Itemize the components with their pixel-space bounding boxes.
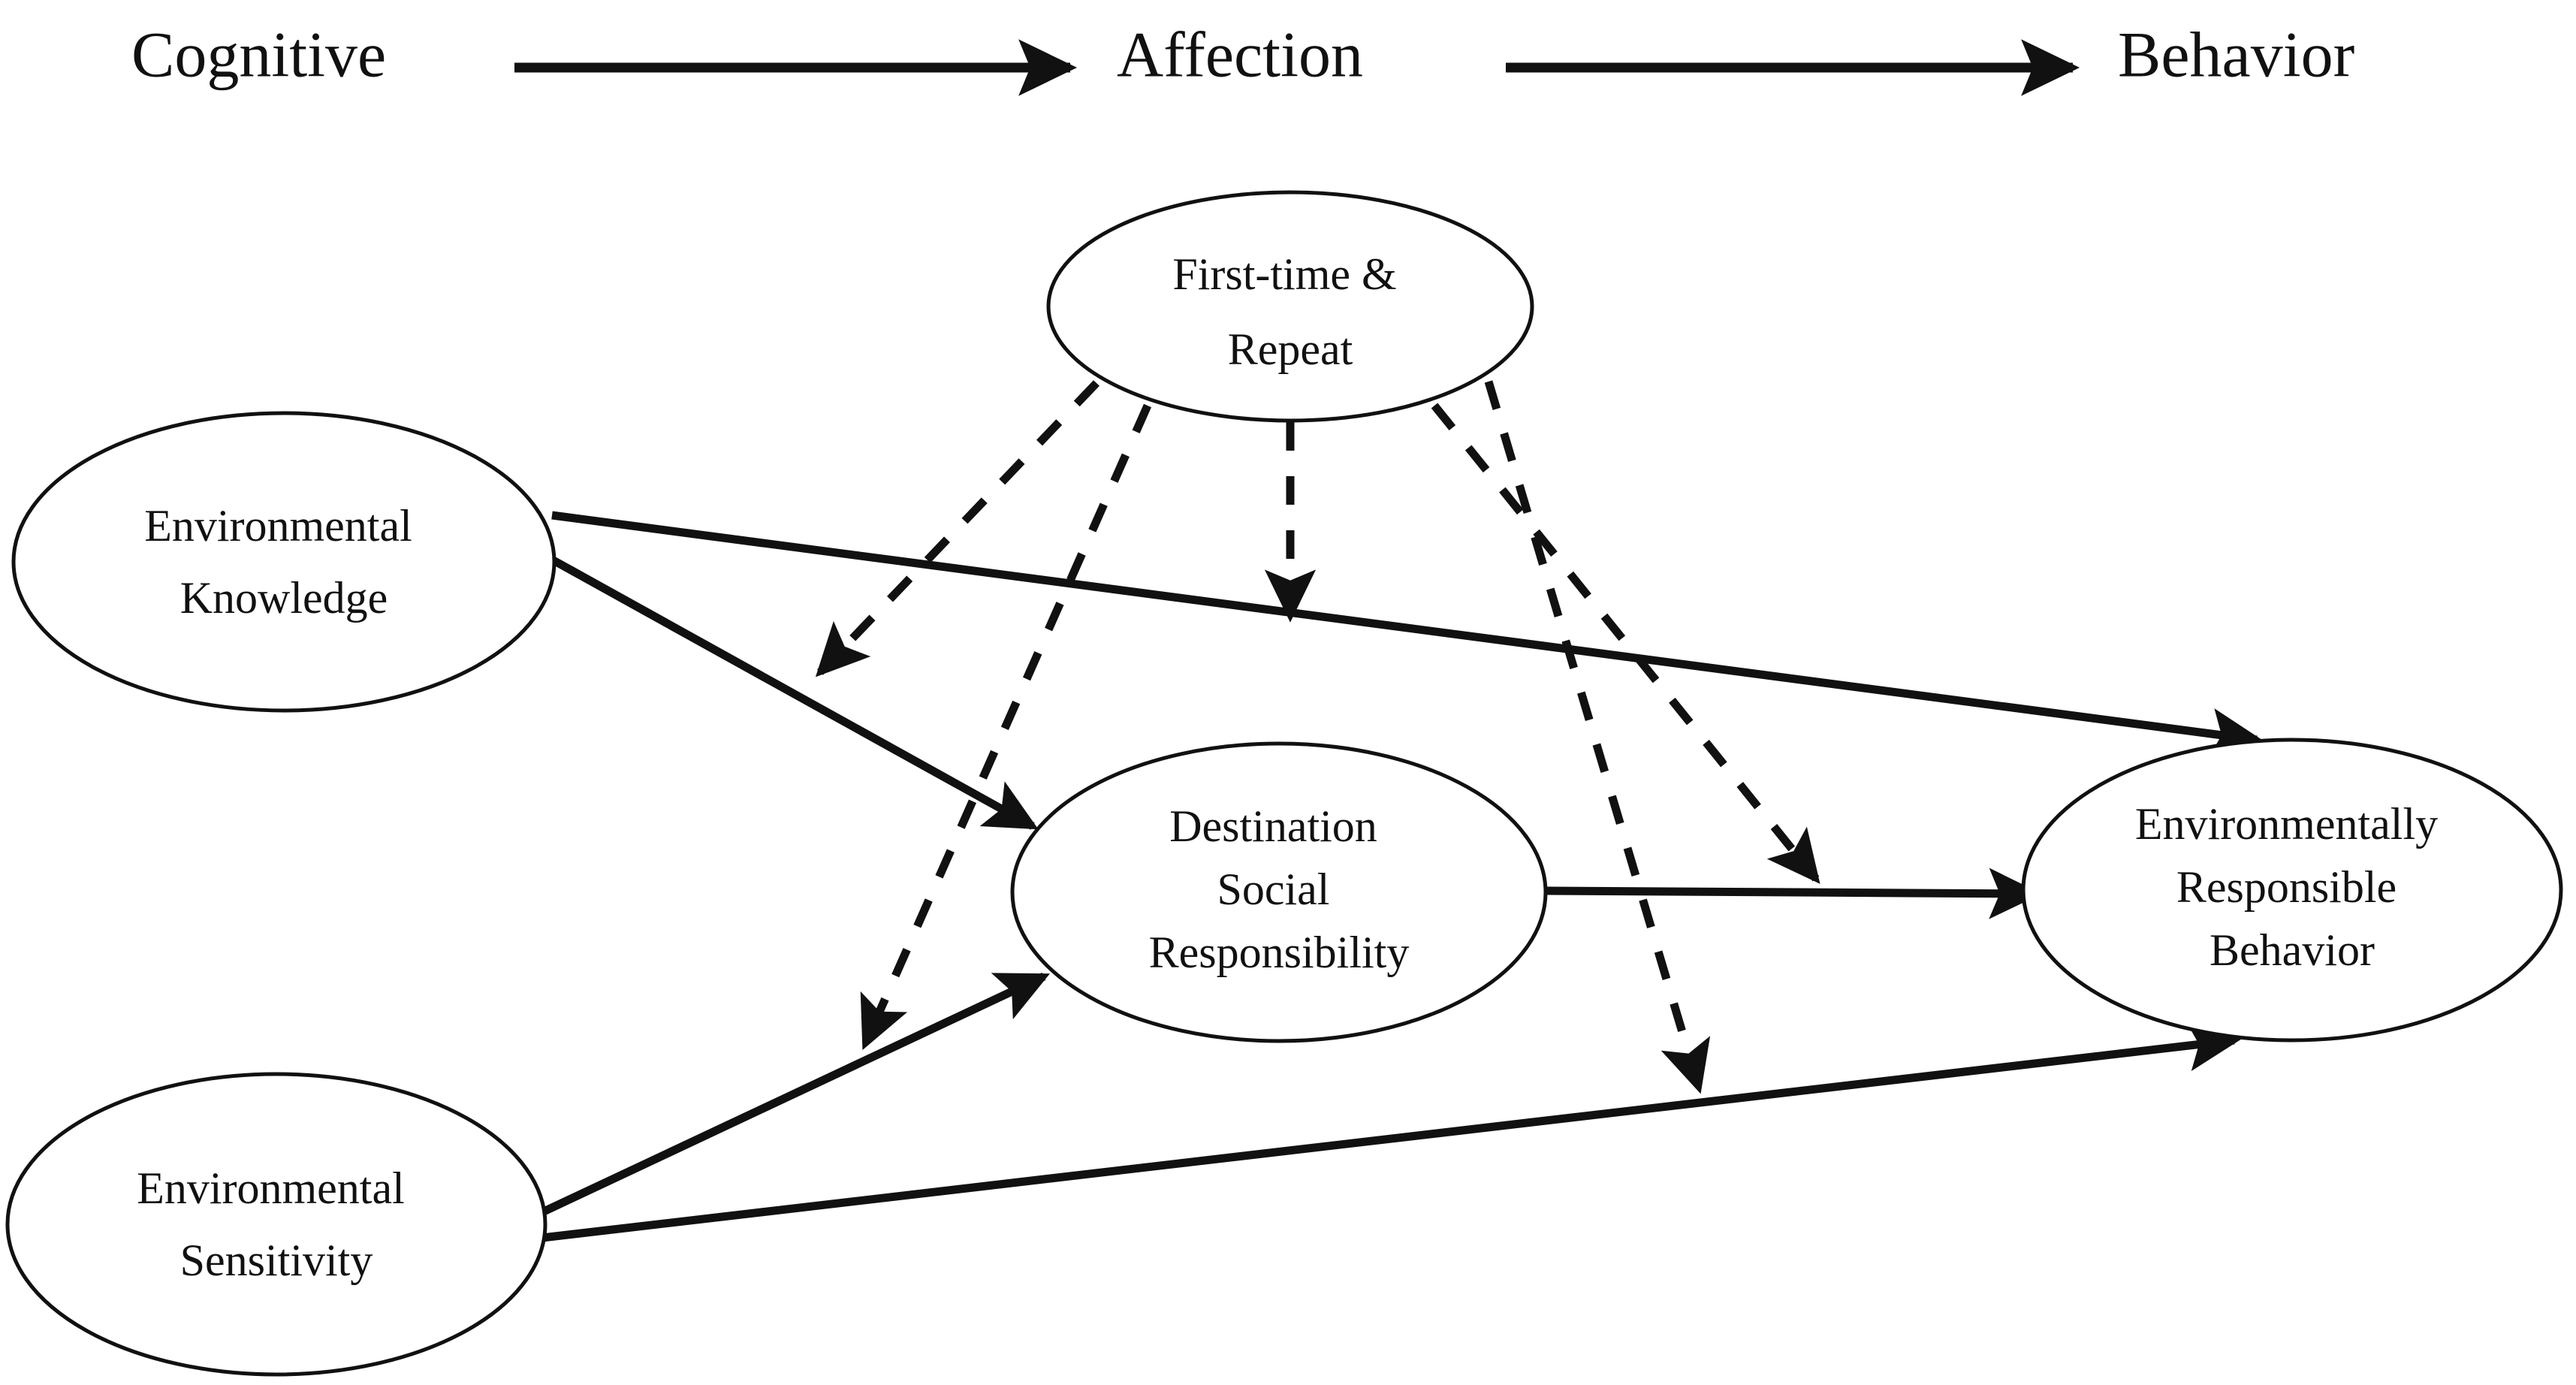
node-ellipse-destination-social-responsibility[interactable] bbox=[1010, 741, 1548, 1043]
edge-ek-to-dsr bbox=[550, 556, 1039, 830]
node-ellipse-environmentally-responsible-behavior[interactable] bbox=[2021, 738, 2563, 1043]
moderator-edges bbox=[815, 380, 1820, 1094]
structural-edges bbox=[540, 511, 2264, 1242]
stage-label-cognitive: Cognitive bbox=[131, 19, 386, 91]
node-ellipse-environmental-sensitivity[interactable] bbox=[5, 1072, 547, 1377]
node-label-environmentally-responsible-behavior: Environmentally Responsible Behavior bbox=[2135, 799, 2449, 975]
edge-es-to-dsr bbox=[540, 973, 1050, 1216]
node-label-destination-social-responsibility: Destination Social Responsibility bbox=[1149, 801, 1410, 977]
header-row: Cognitive Affection Behavior bbox=[131, 19, 2354, 96]
node-label-environmental-knowledge: Environmental Knowledge bbox=[144, 501, 424, 623]
node-first-time-repeat[interactable]: First-time & Repeat bbox=[1046, 190, 1534, 423]
edge-ftr-moderates-dsr-to-erb bbox=[1431, 403, 1820, 884]
stage-label-behavior: Behavior bbox=[2118, 19, 2354, 91]
node-label-first-time-repeat: First-time & Repeat bbox=[1172, 249, 1407, 374]
node-ellipse-environmental-knowledge[interactable] bbox=[11, 411, 557, 713]
node-environmental-sensitivity[interactable]: Environmental Sensitivity bbox=[5, 1072, 547, 1377]
edge-ek-to-erb bbox=[551, 511, 2264, 759]
edge-ftr-moderates-es-to-dsr bbox=[860, 403, 1152, 1051]
edge-ftr-moderates-es-to-erb bbox=[1484, 380, 1711, 1094]
node-ellipse-first-time-repeat[interactable] bbox=[1046, 190, 1534, 423]
node-environmental-knowledge[interactable]: Environmental Knowledge bbox=[11, 411, 557, 713]
stage-label-affection: Affection bbox=[1117, 19, 1363, 91]
node-destination-social-responsibility[interactable]: Destination Social Responsibility bbox=[1010, 741, 1548, 1043]
edge-dsr-to-erb bbox=[1545, 868, 2042, 919]
edge-es-to-erb bbox=[541, 1020, 2241, 1242]
edge-ftr-moderates-ek-to-dsr bbox=[815, 380, 1099, 677]
node-label-environmental-sensitivity: Environmental Sensitivity bbox=[137, 1163, 416, 1285]
node-environmentally-responsible-behavior[interactable]: Environmentally Responsible Behavior bbox=[2021, 738, 2563, 1043]
